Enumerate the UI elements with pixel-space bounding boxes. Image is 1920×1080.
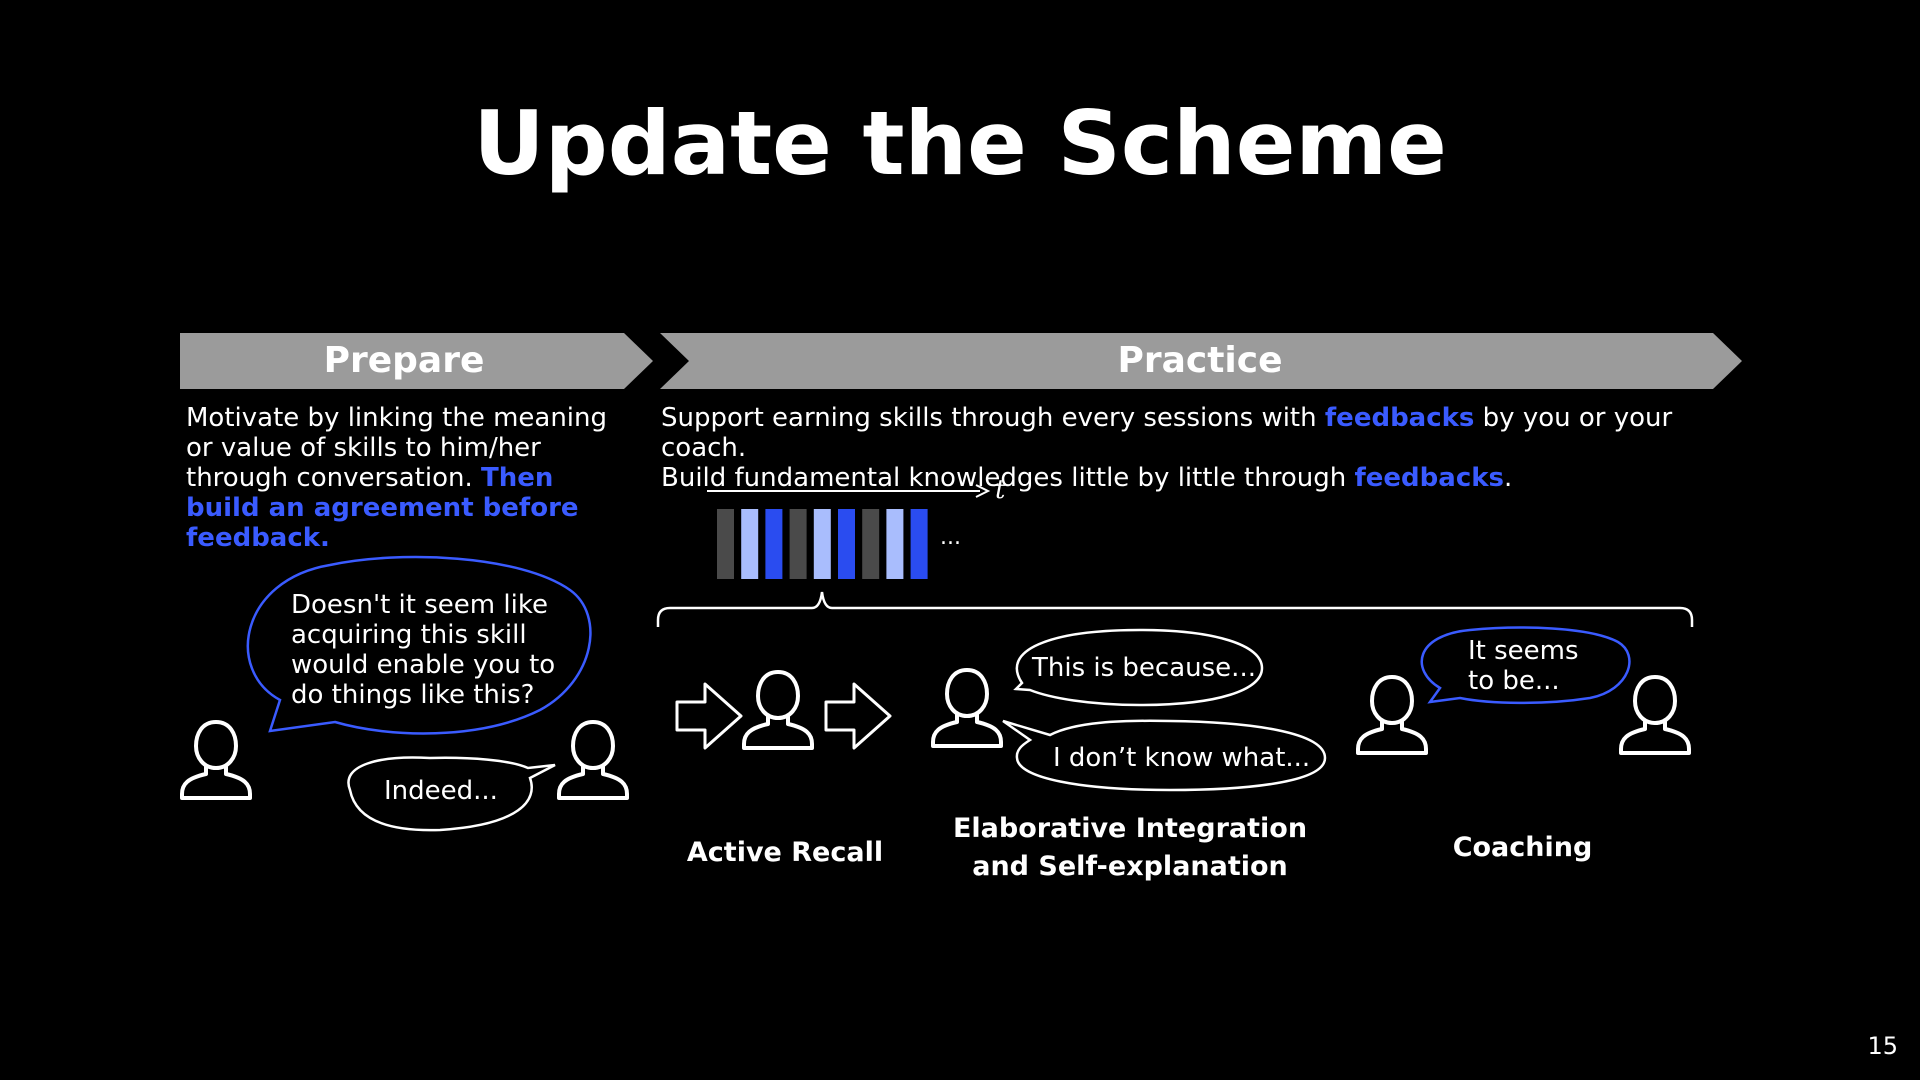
question-bubble-text: Doesn't it seem like acquiring this skil…	[291, 590, 581, 710]
line1-accent: feedbacks	[1324, 403, 1475, 433]
answer-bubble-text: Indeed...	[384, 776, 498, 806]
dont-know-bubble	[1002, 719, 1327, 792]
line2-before: Build fundamental knowledges little by l…	[661, 463, 1347, 493]
prepare-label: Prepare	[323, 340, 485, 381]
timeline-bars	[717, 509, 928, 579]
elaborative-caption-line-2: and Self-explanation	[972, 851, 1288, 882]
question-line-2: acquiring this skill	[291, 620, 527, 650]
timeline-bar-dark	[789, 509, 807, 579]
timeline-ellipsis: ...	[940, 525, 961, 550]
page-title: Update the Scheme	[473, 92, 1447, 195]
practice-label: Practice	[1117, 340, 1283, 381]
learner-person-icon	[557, 720, 629, 800]
because-bubble	[1013, 628, 1264, 707]
question-line-4: do things like this?	[291, 680, 535, 710]
coach-person-icon	[1619, 675, 1691, 755]
coaching-caption: Coaching	[1452, 832, 1593, 863]
prepare-banner	[180, 333, 653, 389]
line2-after: .	[1504, 463, 1513, 493]
coaching-bubble	[1420, 626, 1631, 705]
line2-accent: feedbacks	[1354, 463, 1504, 493]
practice-banner	[660, 333, 1742, 389]
question-line-1: Doesn't it seem like	[291, 590, 548, 620]
because-bubble-text: This is because...	[1032, 653, 1256, 683]
active-recall-caption: Active Recall	[686, 837, 884, 868]
elaborative-caption: Elaborative Integration and Self-explana…	[930, 810, 1330, 886]
line1-before: Support earning skills through every ses…	[661, 403, 1317, 433]
prepare-description-plain: Motivate by linking the meaning or value…	[186, 403, 608, 493]
practice-description: Support earning skills through every ses…	[661, 403, 1751, 493]
dont-know-bubble-text: I don’t know what...	[1053, 743, 1311, 773]
timeline-bar-blue	[838, 509, 855, 579]
self-explain-person-icon	[931, 668, 1003, 748]
coachee-person-icon	[1356, 675, 1428, 755]
timeline-bar-dark	[862, 509, 880, 579]
practice-description-line-2: Build fundamental knowledges little by l…	[661, 463, 1751, 493]
arrow-right-icon-2	[824, 682, 892, 750]
answer-bubble	[347, 756, 556, 832]
timeline-bar-light	[886, 509, 904, 579]
page-number: 15	[1867, 1032, 1898, 1060]
timeline-axis-label: t	[995, 475, 1006, 505]
mentor-person-icon	[180, 720, 252, 800]
coaching-bubble-text: It seems to be...	[1468, 636, 1579, 696]
timeline-axis-arrowhead	[975, 484, 991, 498]
practice-bracket	[656, 591, 1694, 627]
coaching-line-2: to be...	[1468, 666, 1560, 696]
timeline-bar-light	[741, 509, 759, 579]
timeline-bar-dark	[717, 509, 734, 579]
arrow-right-icon	[675, 682, 743, 750]
prepare-description-accent: Then build an agreement before feedback.	[186, 463, 579, 553]
elaborative-caption-line-1: Elaborative Integration	[952, 813, 1308, 844]
timeline-bar-blue	[910, 509, 928, 579]
coaching-line-1: It seems	[1468, 636, 1579, 666]
practice-description-line-1: Support earning skills through every ses…	[661, 403, 1751, 463]
prepare-description: Motivate by linking the meaning or value…	[186, 403, 626, 553]
timeline-bar-light	[813, 509, 831, 579]
timeline-bar-blue	[765, 509, 783, 579]
question-line-3: would enable you to	[291, 650, 556, 680]
line1-after: by you or your coach.	[661, 403, 1673, 463]
recall-person-icon	[742, 670, 814, 750]
question-bubble	[246, 555, 592, 735]
